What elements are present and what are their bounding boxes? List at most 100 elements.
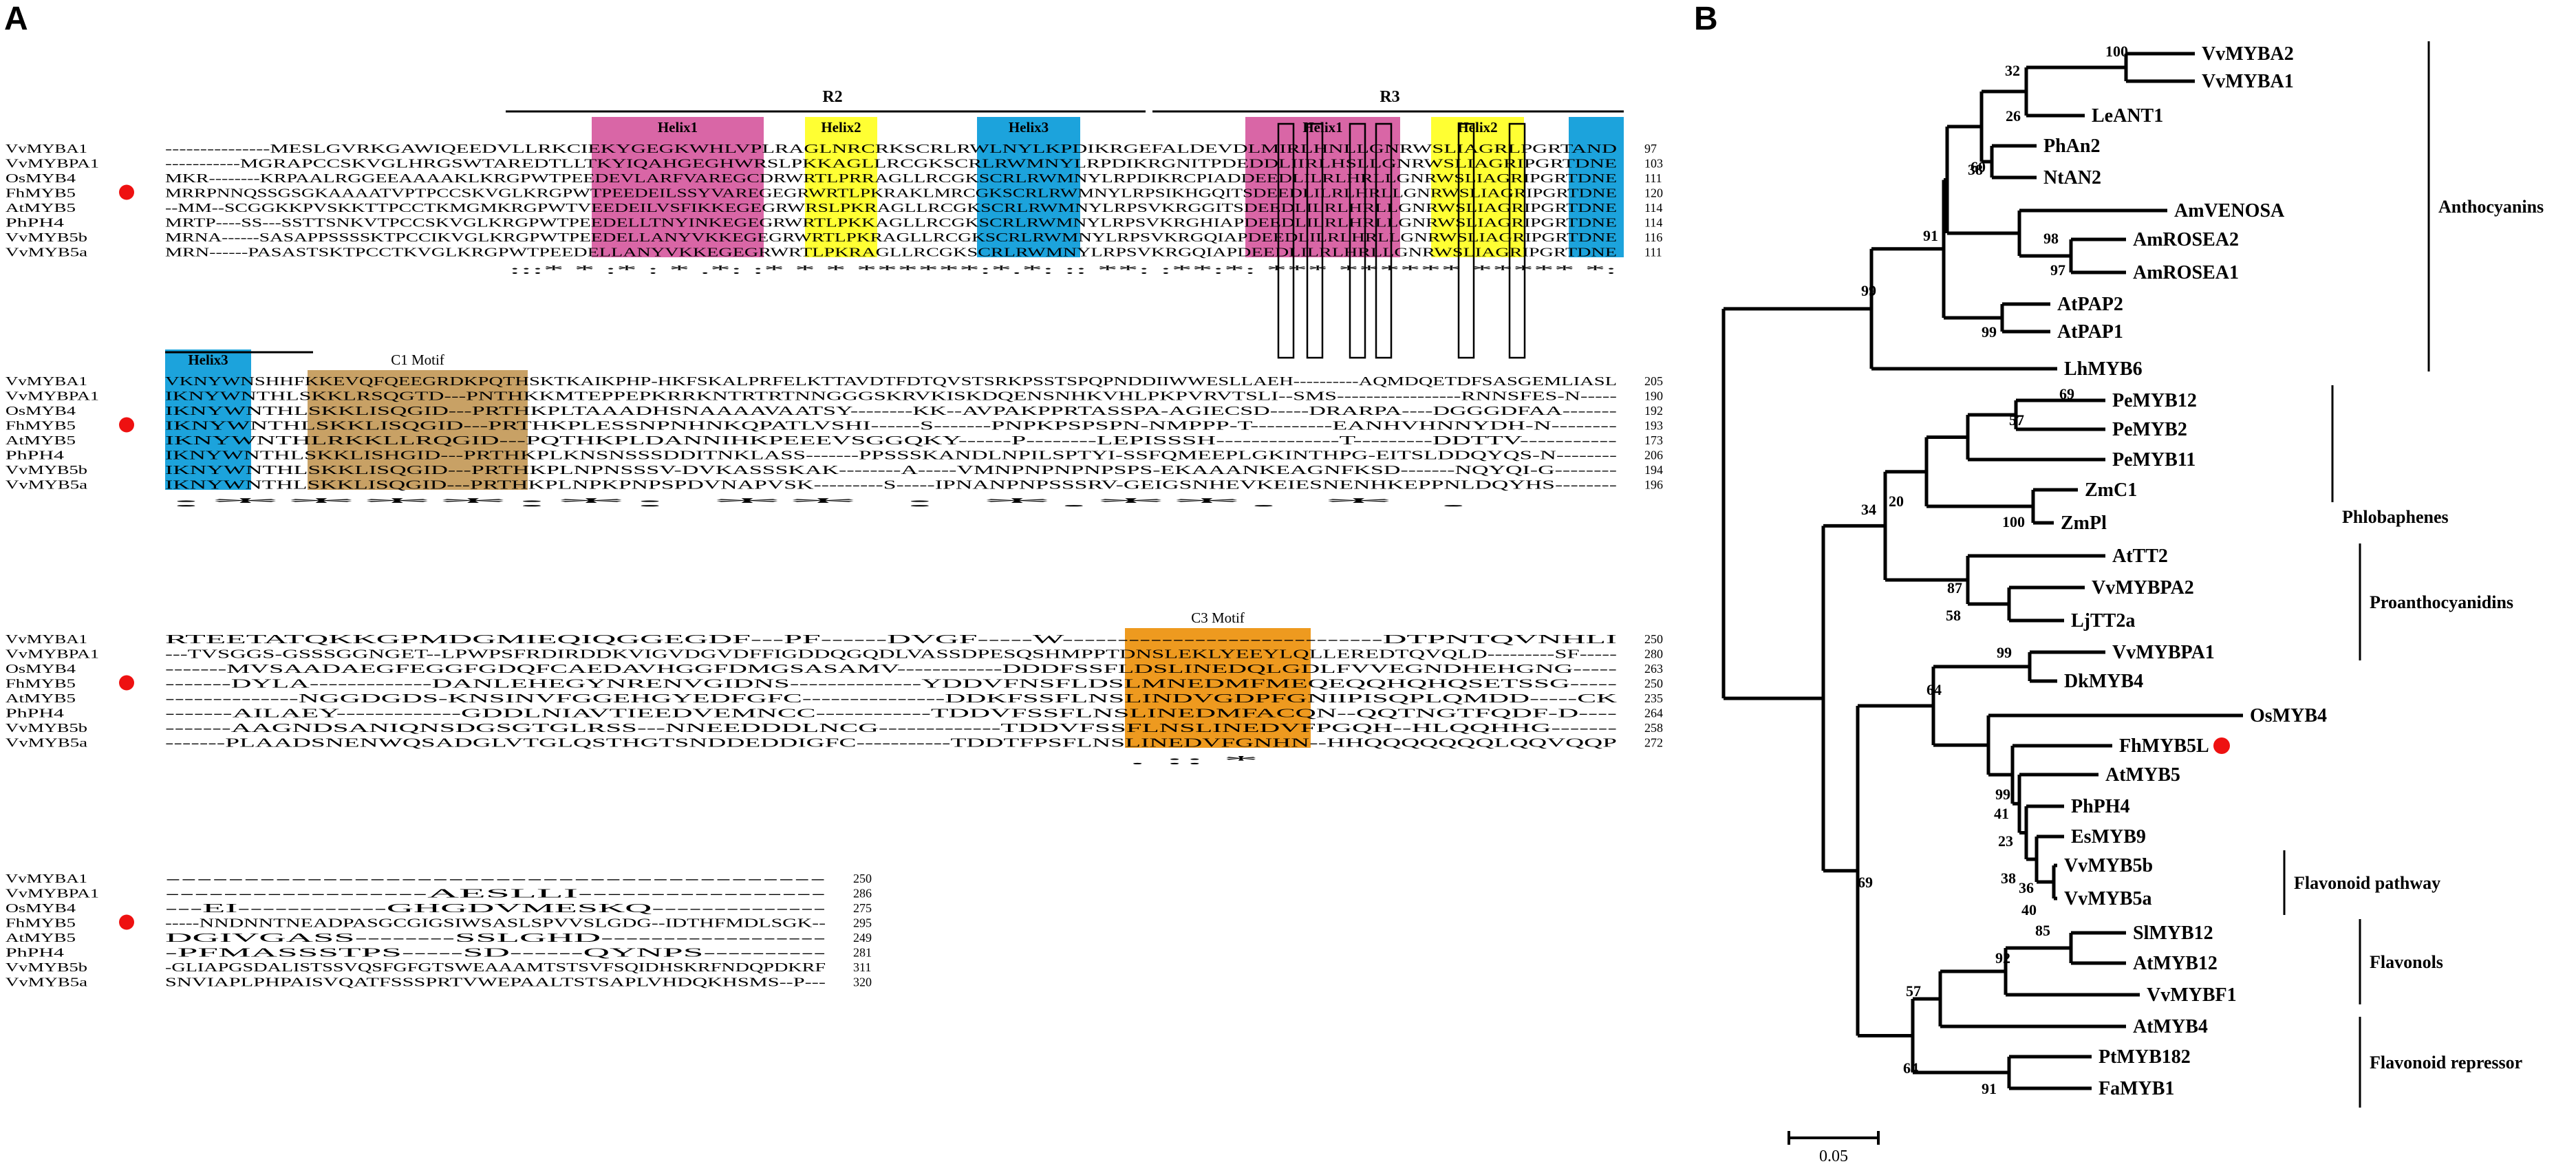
taxon-label-33: FaMYB1 — [2099, 1078, 2174, 1099]
seq-name-b2-r7: VvMYB5a — [6, 736, 87, 750]
region-label-r3: R3 — [1380, 88, 1399, 106]
bootstrap-value-17: 99 — [1997, 644, 2012, 661]
seq-name-b2-r0: VvMYBA1 — [6, 632, 87, 646]
seq-name-b0-r6: VvMYB5b — [6, 230, 87, 244]
conserved-residue-box-5 — [1508, 122, 1526, 359]
bootstrap-value-25: 85 — [2035, 922, 2050, 939]
helix3-region-5 — [1569, 117, 1624, 257]
seq-length-b1-r3: 193 — [1644, 419, 1663, 433]
taxon-label-20: DkMYB4 — [2064, 671, 2143, 692]
seq-length-b2-r4: 235 — [1644, 691, 1663, 705]
panel-a-letter: A — [4, 1, 28, 37]
seq-name-b3-r7: VvMYB5a — [6, 976, 87, 989]
c1-motif-region-7 — [308, 370, 528, 490]
seq-residues-b2-r7: -------PLAADSNENWQSADGLVTGLQSTHGTSNDDEDD… — [165, 736, 1617, 750]
seq-name-b3-r3: FhMYB5 — [6, 916, 76, 930]
bootstrap-value-16: 58 — [1946, 607, 1961, 624]
feature-label-0: Helix1 — [658, 119, 698, 136]
seq-name-b1-r1: VvMYBPA1 — [6, 389, 99, 403]
consensus-line-b1: :****:*: ** : *.**. * . — [165, 495, 1472, 509]
seq-name-b2-r5: PhPH4 — [6, 707, 64, 720]
bootstrap-value-7: 91 — [1923, 227, 1938, 244]
seq-length-b3-r4: 249 — [853, 931, 872, 945]
seq-name-b0-r1: VvMYBPA1 — [6, 157, 99, 171]
bootstrap-value-4: 38 — [1968, 161, 1983, 178]
group-label-0: Anthocyanins — [2438, 197, 2544, 217]
seq-length-b2-r6: 258 — [1644, 721, 1663, 735]
seq-length-b0-r1: 103 — [1644, 157, 1663, 171]
taxon-label-30: VvMYBF1 — [2147, 984, 2237, 1006]
taxon-label-17: VvMYBPA2 — [2092, 577, 2194, 599]
bootstrap-value-14: 34 — [1861, 501, 1876, 518]
helix1-region-0 — [592, 117, 764, 257]
seq-name-b2-r2: OsMYB4 — [6, 662, 76, 676]
group-label-1: Phlobaphenes — [2342, 507, 2449, 527]
taxon-label-6: AmROSEA2 — [2133, 229, 2239, 250]
seq-length-b1-r0: 205 — [1644, 374, 1663, 388]
taxon-label-15: ZmPl — [2061, 513, 2107, 534]
taxon-label-7: AmROSEA1 — [2133, 262, 2239, 283]
bootstrap-value-29: 91 — [1982, 1080, 1997, 1097]
conserved-residue-box-3 — [1375, 122, 1393, 359]
helix3-region-6 — [165, 349, 251, 490]
taxon-label-1: VvMYBA1 — [2202, 71, 2294, 92]
seq-length-b0-r2: 111 — [1644, 171, 1662, 185]
taxon-label-5: AmVENOSA — [2174, 200, 2285, 222]
phylogenetic-tree-panel: VvMYBA2VvMYBA1LeANT1PhAn2NtAN2AmVENOSAAm… — [1721, 41, 2544, 1164]
bootstrap-value-27: 57 — [1906, 982, 1921, 1000]
bootstrap-value-5: 98 — [2043, 230, 2059, 247]
seq-name-b2-r6: VvMYB5b — [6, 721, 87, 735]
bootstrap-value-21: 23 — [1998, 832, 2013, 850]
seq-name-b0-r7: VvMYB5a — [6, 246, 87, 259]
bootstrap-value-12: 20 — [1889, 493, 1904, 510]
taxon-label-9: AtPAP1 — [2057, 321, 2123, 343]
taxon-label-24: PhPH4 — [2071, 796, 2130, 817]
fhmyb5-marker-b1 — [119, 417, 134, 433]
seq-length-b2-r2: 263 — [1644, 662, 1663, 676]
seq-length-b2-r0: 250 — [1644, 632, 1663, 646]
taxon-label-3: PhAn2 — [2043, 136, 2100, 157]
taxon-label-22: FhMYB5L — [2119, 735, 2209, 757]
bootstrap-value-19: 99 — [1995, 786, 2010, 803]
seq-residues-b2-r3: -------DYLA-------------DANLEHEGYNRENVGI… — [165, 677, 1617, 691]
fhmyb5-marker-b2 — [119, 675, 134, 691]
helix2-region-4 — [1431, 117, 1524, 257]
seq-residues-b0-r6: MRNA------SASAPPSSSSKTPCCIKVGLKRGPWTPEED… — [165, 230, 1617, 244]
seq-length-b0-r6: 116 — [1644, 230, 1662, 244]
seq-length-b2-r5: 264 — [1644, 707, 1663, 720]
bootstrap-value-9: 99 — [1982, 323, 1997, 341]
feature-label-6: Helix3 — [188, 352, 228, 368]
seq-name-b2-r4: AtMYB5 — [6, 691, 76, 705]
bootstrap-value-2: 26 — [2006, 107, 2021, 125]
seq-length-b2-r3: 250 — [1644, 677, 1663, 691]
seq-name-b3-r5: PhPH4 — [6, 946, 64, 960]
bootstrap-value-6: 97 — [2050, 261, 2065, 279]
taxon-label-16: AtTT2 — [2112, 546, 2168, 567]
bootstrap-value-18: 64 — [1926, 681, 1942, 698]
seq-length-b1-r4: 173 — [1644, 433, 1663, 447]
seq-name-b3-r1: VvMYBPA1 — [6, 887, 99, 901]
taxon-label-19: VvMYBPA1 — [2112, 642, 2215, 663]
taxon-label-27: VvMYB5a — [2064, 888, 2152, 909]
consensus-line-b0: :::* * :* : * .*: :* * * ******:*.*: :: … — [509, 263, 1617, 277]
seq-residues-b1-r1: IKNYWNTHLSKKLRSQGTD---PNTHKKMTEPPEPKRRKN… — [165, 389, 1617, 403]
seq-residues-b1-r5: IKNYWNTHLSKKLISHGID---PRTHKPLKNSNSSSDDIT… — [165, 449, 1617, 462]
seq-residues-b1-r4: IKNYWNTHLRKKLLRQGID---PQTHKPLDANNIHKPEEE… — [165, 433, 1617, 447]
seq-name-b1-r6: VvMYB5b — [6, 463, 87, 477]
seq-residues-b0-r3: MRRPNNQSSGSGKAAAATVPTPCCSKVGLKRGPWTPEEDE… — [165, 186, 1617, 200]
seq-length-b1-r2: 192 — [1644, 404, 1663, 418]
taxon-label-18: LjTT2a — [2071, 610, 2135, 632]
seq-residues-b2-r5: -------AILAEY-------------GDDLNIAVTIEEDV… — [165, 707, 1617, 720]
panel-b-letter: B — [1694, 1, 1718, 37]
seq-length-b1-r1: 190 — [1644, 389, 1663, 403]
seq-residues-b0-r1: -----------MGRAPCCSKVGLHRGSWTAREDTLLTKYI… — [165, 157, 1617, 171]
seq-length-b3-r5: 281 — [853, 946, 872, 960]
group-label-4: Flavonols — [2370, 952, 2443, 972]
group-label-5: Flavonoid repressor — [2370, 1053, 2522, 1073]
seq-residues-b1-r3: IKNYWNTHLSKKLISQGID---PRTHKPLESSNPNHNKQP… — [165, 419, 1617, 433]
seq-length-b0-r7: 111 — [1644, 246, 1662, 259]
bootstrap-value-1: 32 — [2005, 62, 2020, 79]
taxon-label-14: ZmC1 — [2085, 479, 2137, 501]
fhmyb5-marker-b0 — [119, 184, 134, 200]
